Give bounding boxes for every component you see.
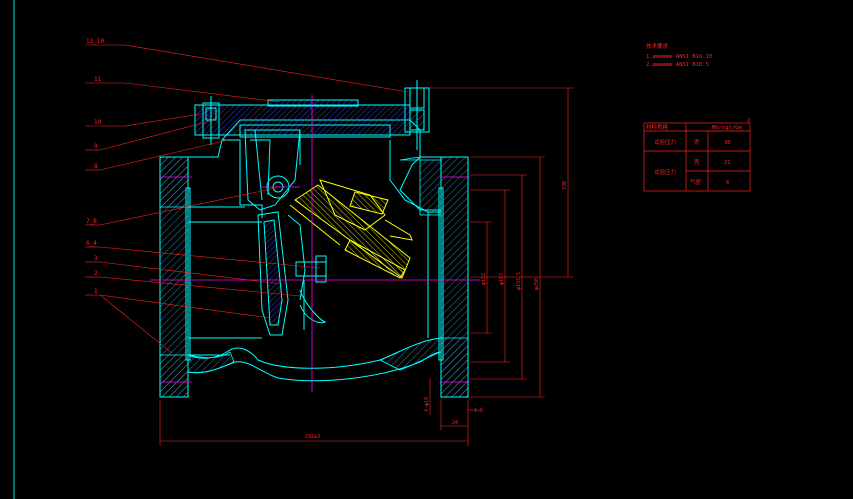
dim-bolt-hole: 4-φ19	[424, 397, 430, 412]
spec-row3-sym: 气密	[690, 178, 702, 186]
dim-flange-thickness: 24	[452, 420, 458, 426]
part-label-13-10: 13_10	[86, 38, 104, 45]
spec-row1-sym: 壳	[694, 138, 700, 146]
part-label-3: 3	[94, 255, 98, 262]
swing-disc-open	[289, 179, 413, 279]
part-label-9: 9	[94, 143, 98, 150]
dim-overall-length: 292±3	[305, 434, 320, 440]
spec-row3-val: 6	[726, 180, 729, 186]
center-lines	[150, 95, 480, 392]
part-label-1: 1	[94, 288, 98, 295]
part-label-2: 2	[94, 270, 98, 277]
hinge-bracket	[244, 129, 301, 211]
leader-lines	[85, 44, 409, 354]
spec-row2-val: 21	[724, 160, 731, 166]
spec-row2-group: 试验压力	[654, 168, 676, 176]
notes-line-1: 1.ææææææ ANSI B16.10	[646, 54, 712, 60]
dim-d4: φ250	[534, 278, 540, 290]
spec-header-mark: 2	[747, 118, 750, 124]
part-label-11: 11	[94, 76, 102, 83]
part-label-10: 10	[94, 119, 102, 126]
notes-heading: 技术要求	[646, 42, 669, 50]
dim-d1: φ152	[481, 273, 487, 285]
spec-row1-val: 30	[724, 140, 731, 146]
bonnet-cover	[194, 99, 411, 138]
spec-row1-group: 试验压力	[654, 138, 676, 146]
body-walls-hatched	[159, 156, 469, 398]
dim-height: 330	[562, 181, 568, 190]
part-label-6-4: 6_4	[86, 240, 97, 247]
spec-row2-sym: 壳	[694, 158, 700, 166]
cover-bolts	[202, 80, 430, 150]
spec-table	[643, 122, 751, 192]
swing-disc-closed	[257, 211, 327, 336]
dim-d2: φ197	[499, 273, 505, 285]
part-label-7-8: 7_8	[86, 218, 97, 225]
notes-line-2: 2.ææææææ ANSI B16.5	[646, 62, 709, 68]
dim-d3: φ193.5	[516, 272, 522, 290]
dim-raised-face: 1.6	[474, 408, 483, 414]
spec-header-left: 材料规格	[646, 123, 669, 131]
part-label-8: 8	[94, 163, 98, 170]
technical-notes: 技术要求 1.ææææææ ANSI B16.10 2.ææææææ ANSI …	[646, 42, 712, 68]
dimension-lines	[159, 87, 574, 446]
spec-header-right: Mkrsgf/Gm	[712, 125, 742, 131]
